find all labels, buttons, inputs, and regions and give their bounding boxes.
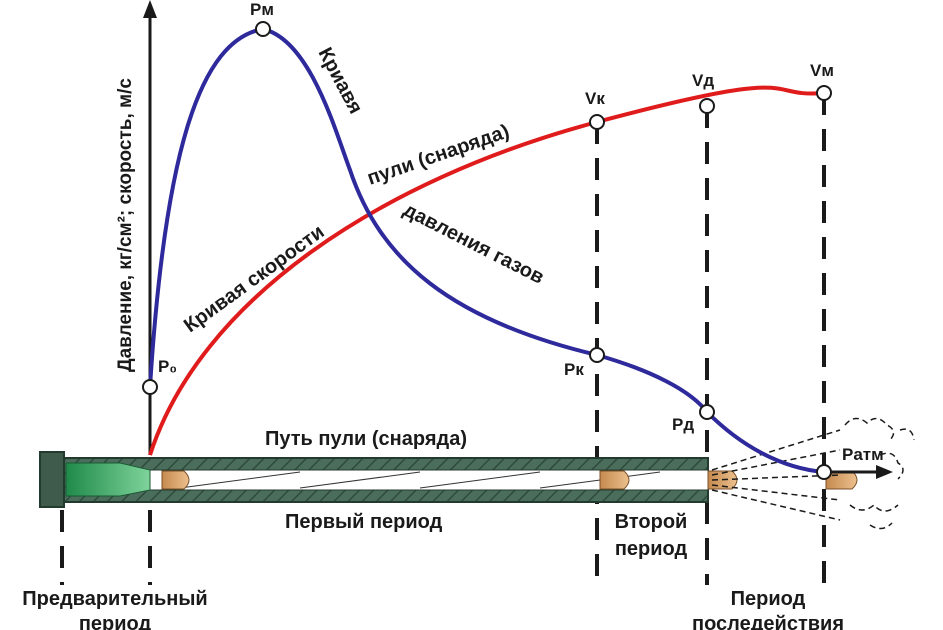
velocity-curve [148, 85, 825, 456]
pre-period-label-1: Предварительный [22, 588, 207, 610]
y-axis-label: Давление, кг/см²; скорость, м/с [115, 78, 136, 372]
velocity-curve-label-1: Кривая скорости [180, 221, 329, 337]
arrow-right-icon [876, 465, 893, 479]
marker-pd [699, 404, 715, 420]
pre-period-label-2: период [79, 613, 152, 630]
after-period-label-2: последействия [692, 613, 844, 630]
second-period-label-1: Второй [615, 511, 688, 533]
marker-patm [816, 464, 832, 480]
first-period-label: Первый период [285, 511, 443, 533]
bullet-start [161, 470, 190, 490]
barrel [39, 451, 858, 508]
powder-charge [65, 462, 151, 497]
marker-vd [699, 98, 715, 114]
second-period-label-2: период [615, 538, 688, 560]
label-p0: P₀ [158, 357, 177, 376]
label-pk: Pк [564, 360, 584, 379]
pressure-curve-label-1: Криавя [314, 44, 367, 118]
markers [142, 21, 832, 480]
atm-pressure-arrow [824, 465, 893, 479]
breech-block [39, 451, 65, 508]
label-vk: Vк [585, 89, 605, 108]
bullet-exit [599, 470, 630, 490]
marker-pm [255, 21, 271, 37]
label-pd: Pд [672, 415, 694, 434]
marker-p0 [142, 379, 158, 395]
y-axis-arrow-icon [143, 0, 157, 18]
gas-plume [711, 417, 915, 530]
bullet-path-label: Путь пули (снаряда) [265, 428, 467, 450]
after-period-label-1: Период [731, 588, 806, 610]
label-vd: Vд [692, 71, 714, 90]
label-pm: Pм [250, 0, 274, 19]
label-patm: Pатм [842, 445, 884, 464]
label-vm: Vм [810, 61, 834, 80]
marker-vk [589, 114, 605, 130]
marker-vm [816, 85, 832, 101]
marker-pk [589, 347, 605, 363]
